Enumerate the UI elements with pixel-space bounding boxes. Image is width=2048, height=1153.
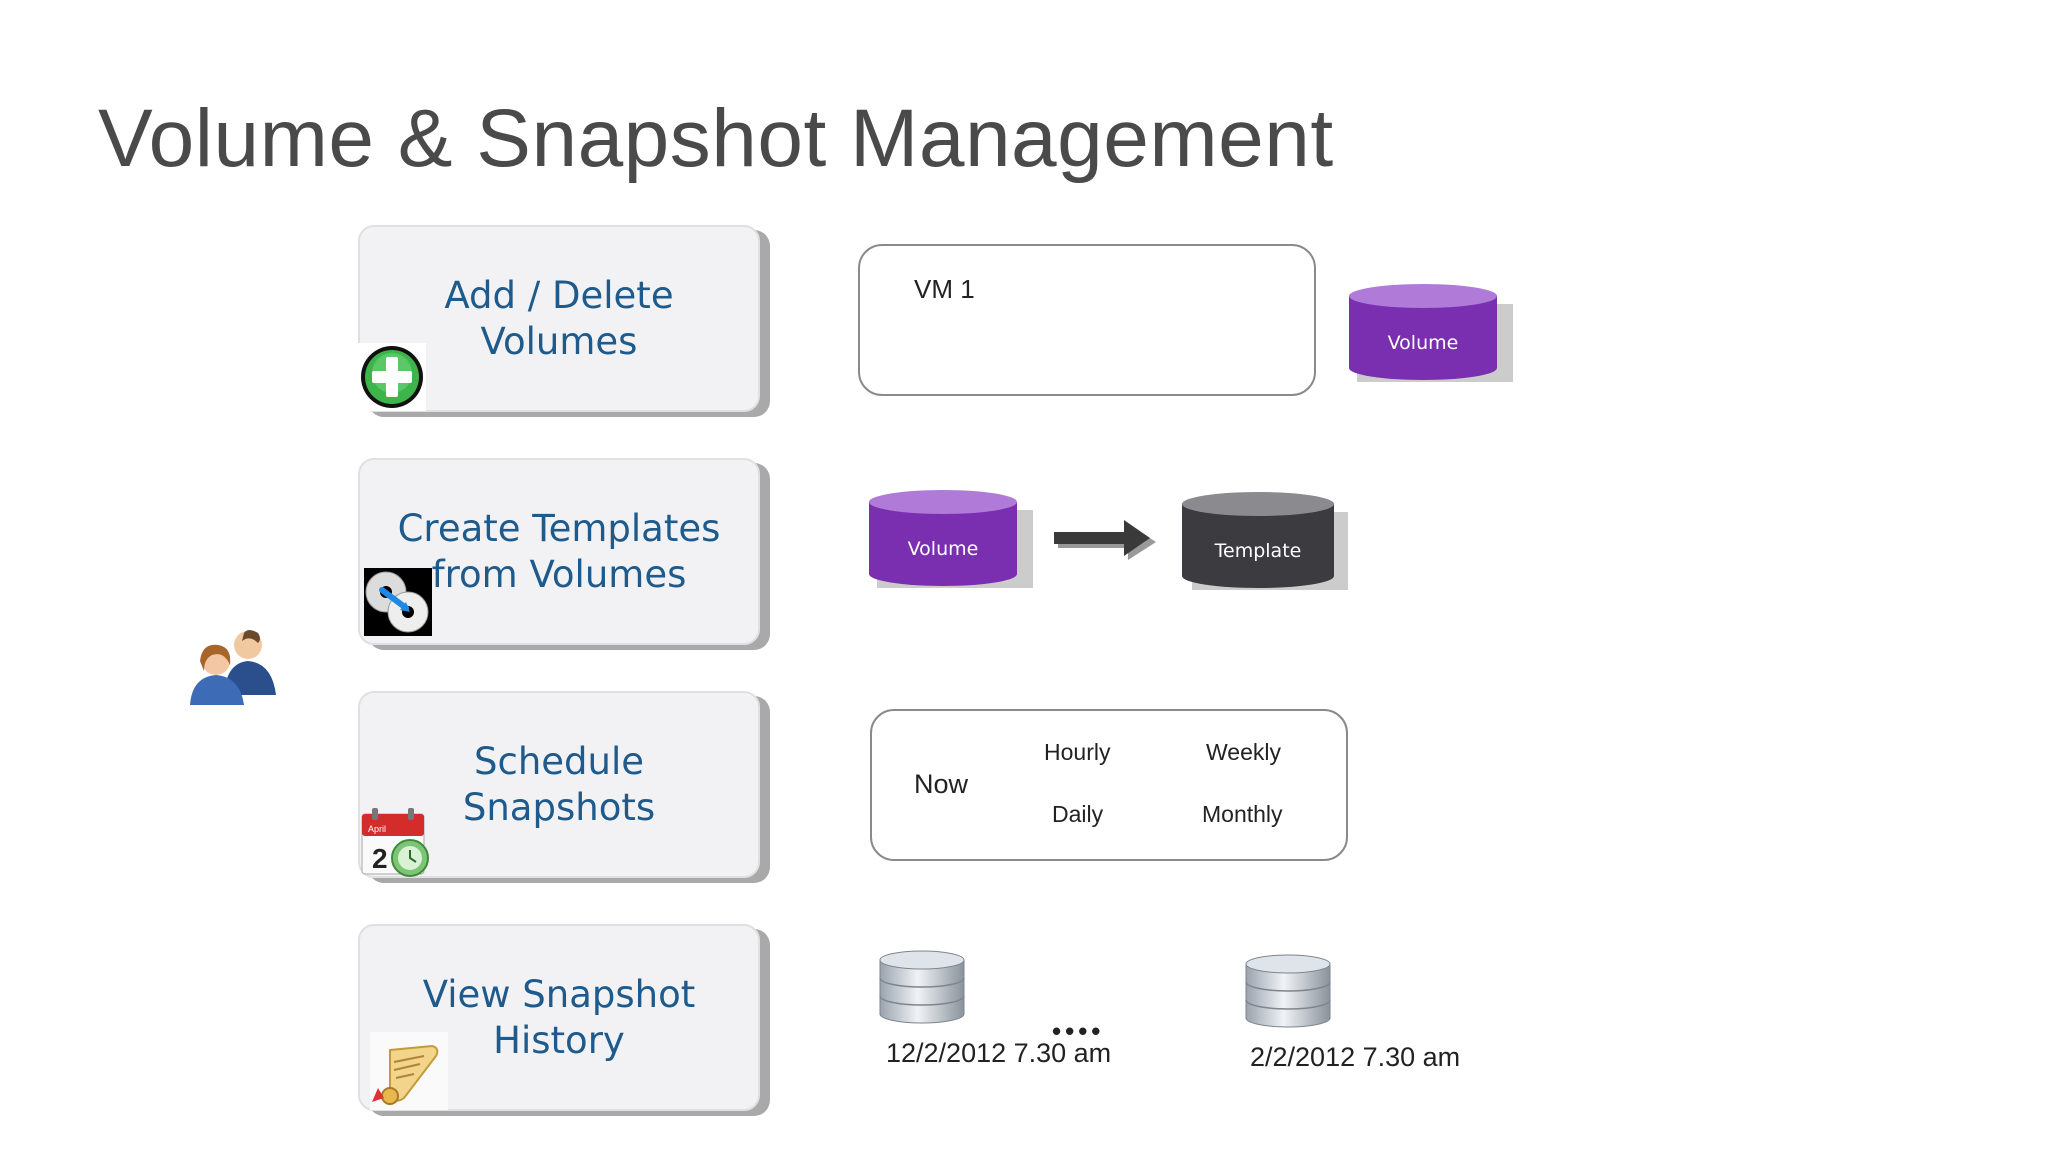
schedule-hourly[interactable]: Hourly	[1044, 739, 1111, 765]
arrow-right-icon	[1054, 516, 1158, 566]
calendar-month-label: April	[368, 824, 386, 834]
action-label-line1: Add / Delete	[444, 273, 674, 317]
users-icon	[178, 625, 286, 707]
schedule-weekly[interactable]: Weekly	[1206, 739, 1281, 765]
template-label: Template	[1214, 540, 1302, 562]
scroll-icon	[370, 1032, 448, 1110]
schedule-panel: Now Hourly Weekly Daily Monthly	[870, 709, 1348, 861]
action-label-line1: Create Templates	[397, 506, 721, 550]
volume-cylinder: Volume	[867, 488, 1033, 592]
calendar-clock-icon: April 2	[358, 808, 436, 880]
disc-copy-icon	[364, 568, 432, 636]
action-label-line1: View Snapshot	[422, 972, 696, 1016]
add-icon	[358, 343, 426, 411]
snapshot-ellipsis: ••••	[1052, 1016, 1105, 1046]
action-label-line2: from Volumes	[431, 552, 687, 596]
schedule-now[interactable]: Now	[914, 769, 969, 799]
page-title: Volume & Snapshot Management	[98, 93, 1334, 184]
template-cylinder: Template	[1180, 490, 1348, 594]
database-icon	[876, 950, 968, 1026]
volume-cylinder: Volume	[1347, 282, 1513, 386]
action-label-line2: History	[493, 1018, 625, 1062]
calendar-day-label: 2	[372, 843, 388, 874]
database-icon	[1242, 954, 1334, 1030]
schedule-daily[interactable]: Daily	[1052, 801, 1104, 827]
vm-panel: VM 1	[858, 244, 1316, 396]
schedule-monthly[interactable]: Monthly	[1202, 801, 1283, 827]
action-label-line2: Volumes	[480, 319, 638, 363]
snapshot-date-first[interactable]: 12/2/2012 7.30 am	[886, 1038, 1112, 1068]
volume-label: Volume	[1387, 332, 1459, 354]
snapshot-date-second[interactable]: 2/2/2012 7.30 am	[1250, 1042, 1461, 1072]
vm-label: VM 1	[914, 274, 975, 304]
action-label-line1: Schedule	[473, 739, 645, 783]
action-label-line2: Snapshots	[462, 785, 656, 829]
volume-label: Volume	[907, 538, 979, 560]
